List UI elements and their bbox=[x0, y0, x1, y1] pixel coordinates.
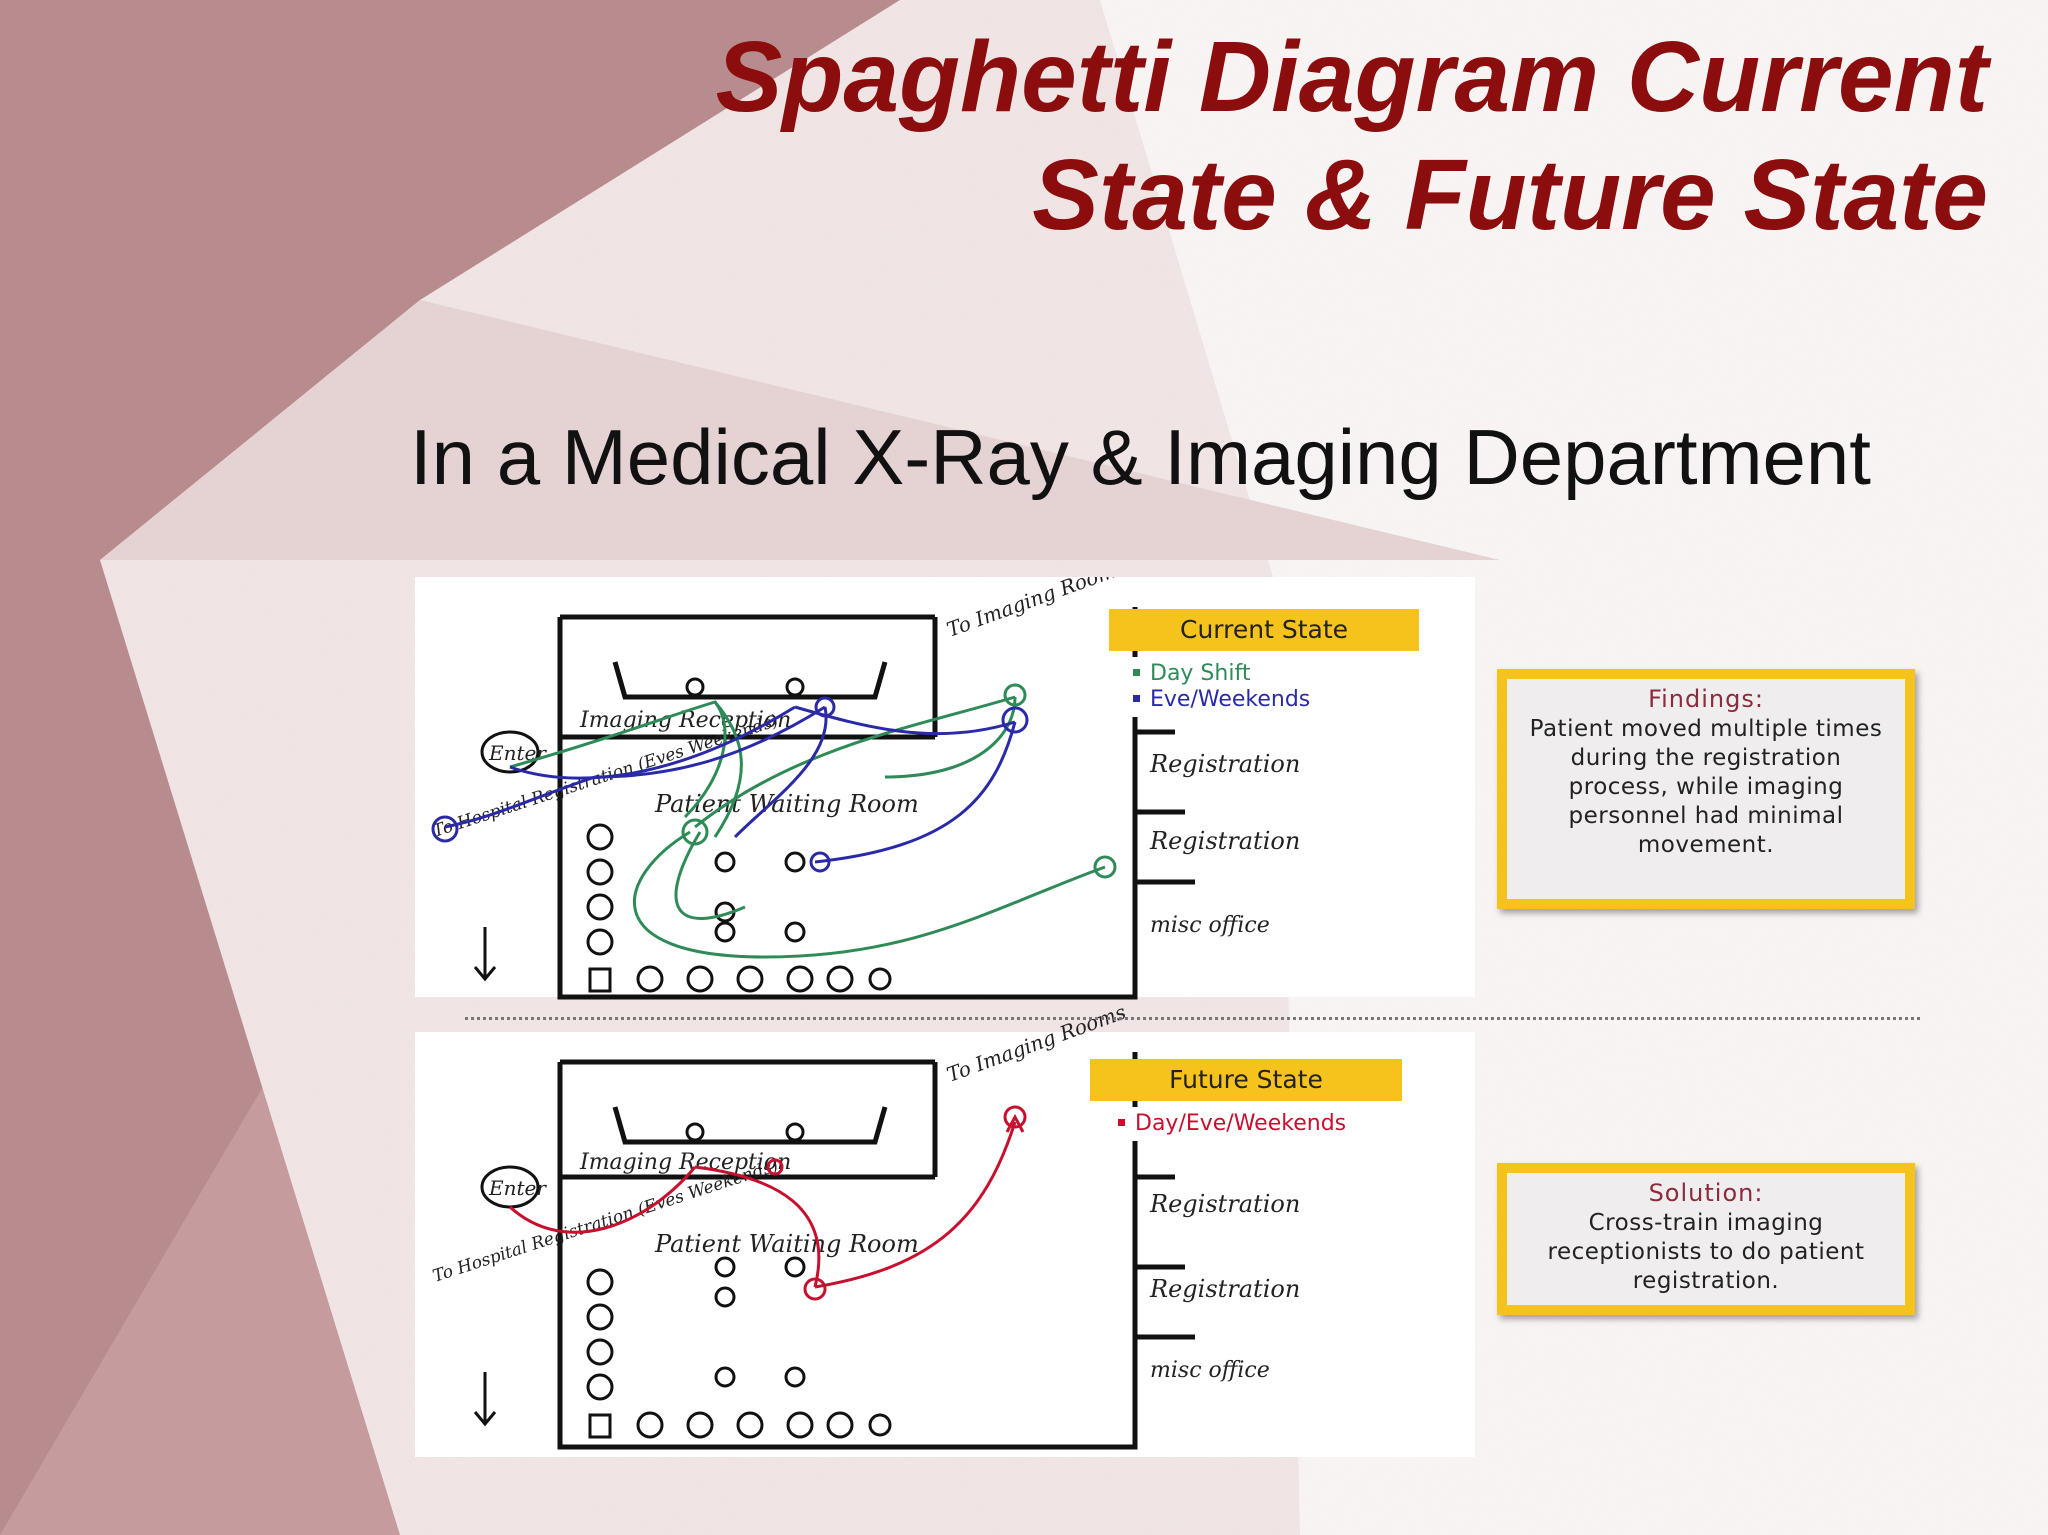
sketch-canvas: Enter Imaging Reception Patient Waiting … bbox=[415, 577, 1475, 1457]
findings-box: Findings: Patient moved multiple times d… bbox=[1497, 669, 1915, 909]
registration-label-3: Registration bbox=[1149, 1190, 1300, 1218]
solution-heading: Solution: bbox=[1648, 1179, 1764, 1207]
legend-dot-icon bbox=[1133, 695, 1140, 702]
registration-label-1: Registration bbox=[1149, 750, 1300, 778]
future-legend: Day/Eve/Weekends bbox=[1112, 1107, 1412, 1141]
legend-day-eve-weekends: Day/Eve/Weekends bbox=[1112, 1111, 1412, 1137]
solution-text: Cross-train imaging receptionists to do … bbox=[1547, 1210, 1865, 1294]
current-seats bbox=[480, 677, 892, 993]
registration-label-4: Registration bbox=[1149, 1275, 1300, 1303]
findings-text: Patient moved multiple times during the … bbox=[1529, 716, 1883, 858]
current-legend: Day Shift Eve/Weekends bbox=[1127, 657, 1377, 717]
future-sketch-bg bbox=[415, 1032, 1475, 1457]
patient-waiting-label-future: Patient Waiting Room bbox=[654, 1230, 919, 1258]
future-floor-plan bbox=[557, 1052, 1195, 1450]
future-seats bbox=[480, 1122, 892, 1439]
future-paths bbox=[508, 1105, 1027, 1301]
enter-label-future: Enter bbox=[488, 1176, 547, 1200]
registration-label-2: Registration bbox=[1149, 827, 1300, 855]
down-arrow-icon bbox=[473, 927, 497, 982]
patient-waiting-label: Patient Waiting Room bbox=[654, 790, 919, 818]
legend-dot-icon bbox=[1133, 669, 1140, 676]
legend-day-shift: Day Shift bbox=[1127, 661, 1377, 687]
future-state-tag: Future State bbox=[1090, 1059, 1402, 1101]
legend-eve-weekends: Eve/Weekends bbox=[1127, 687, 1377, 713]
current-state-tag: Current State bbox=[1109, 609, 1419, 651]
misc-office-label-future: misc office bbox=[1150, 1358, 1270, 1383]
enter-label: Enter bbox=[488, 741, 547, 765]
slide-subtitle: In a Medical X-Ray & Imaging Department bbox=[410, 413, 1871, 501]
panel-divider bbox=[465, 1017, 1920, 1020]
day-shift-paths bbox=[509, 683, 1117, 959]
imaging-reception-label-future: Imaging Reception bbox=[579, 1150, 791, 1175]
spaghetti-figure: Enter Imaging Reception Patient Waiting … bbox=[415, 577, 1925, 1457]
legend-dot-icon bbox=[1118, 1119, 1125, 1126]
findings-heading: Findings: bbox=[1648, 685, 1764, 713]
eve-weekend-paths bbox=[431, 696, 1029, 873]
solution-box: Solution: Cross-train imaging receptioni… bbox=[1497, 1163, 1915, 1315]
misc-office-label: misc office bbox=[1150, 913, 1270, 938]
down-arrow-icon-future bbox=[473, 1372, 497, 1427]
slide-title: Spaghetti Diagram Current State & Future… bbox=[715, 21, 1988, 251]
